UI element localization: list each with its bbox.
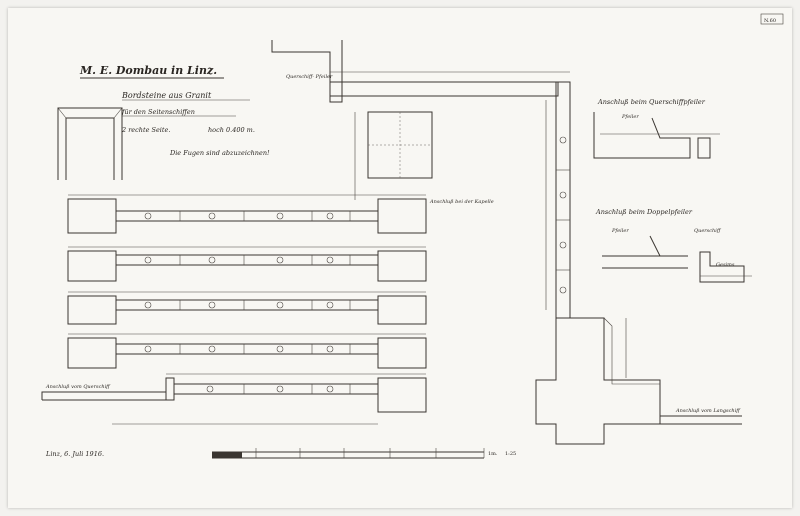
label-anschluss-querschiffpfeiler: Anschluß beim Querschiffpfeiler: [597, 98, 706, 106]
label-anschluss-langschiff: Anschluß vom Langschiff: [675, 408, 741, 414]
label-pfeiler-2: Pfeiler: [611, 228, 629, 234]
langschiff-pillar: [535, 317, 742, 445]
drawing-subtitle: Bordsteine aus Granit: [121, 91, 212, 100]
label-querschiff-pfeiler: Querschiff- Pfeiler: [286, 74, 333, 80]
detail-querschiffpfeiler: [593, 112, 720, 159]
label-pfeiler: Pfeiler: [621, 114, 639, 120]
drawing-date: Linz, 6. Juli 1916.: [45, 450, 104, 458]
l-shaped-run: [545, 81, 571, 319]
scale-end-label: 1m.: [488, 451, 498, 457]
curb-row-1: [67, 194, 427, 234]
label-gesims: Gesims: [716, 262, 735, 268]
label-anschluss-querschiff: Anschluß vom Querschiff: [45, 384, 111, 390]
curb-row-3: [67, 291, 427, 325]
label-anschluss-kapelle: Anschluß bei der Kapelle: [429, 199, 494, 205]
label-querschiff: Querschiff: [694, 228, 722, 234]
scale-ratio: 1:25: [505, 451, 516, 457]
sheet-number-box: [760, 13, 784, 25]
curb-row-2: [67, 246, 427, 282]
paper: [8, 8, 792, 508]
curb-row-4: [67, 333, 427, 369]
drawing-subtitle-2: für den Seitenschiffen: [121, 108, 195, 116]
side-note: 2 rechte Seite.: [121, 126, 170, 134]
sheet-number: N.60: [764, 18, 776, 24]
joints-note: Die Fugen sind abzuzeichnen!: [169, 149, 270, 157]
querschiff-pillar: [271, 40, 570, 103]
drawing-title: M. E. Dombau in Linz.: [79, 64, 217, 77]
label-anschluss-doppelpfeiler: Anschluß beim Doppelpfeiler: [595, 208, 693, 216]
kapelle-pillar: [354, 111, 433, 200]
height-note: hoch 0.400 m.: [208, 126, 255, 134]
detail-doppelpfeiler: [602, 235, 752, 283]
curb-row-5: [41, 373, 427, 425]
doorway-sketch: [57, 107, 123, 180]
scale-bar: [212, 448, 485, 459]
